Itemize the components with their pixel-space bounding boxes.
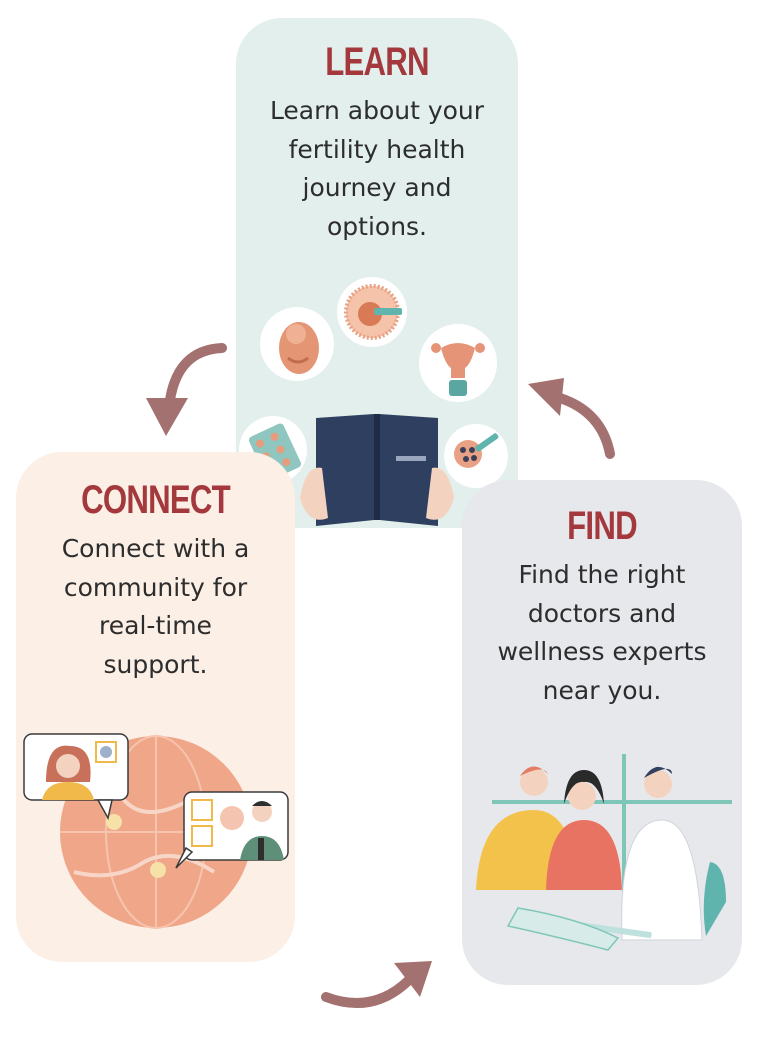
fetus-icon [260, 307, 334, 381]
woman-avatar-icon [23, 733, 129, 821]
find-illustration [476, 754, 732, 951]
connect-illustration [23, 733, 289, 929]
learn-card: LEARN Learn about your fertility health … [236, 18, 518, 528]
learn-description: Learn about your fertility health journe… [269, 96, 485, 241]
arrow-connect-to-find [321, 961, 432, 1008]
find-title: FIND [567, 504, 637, 548]
connect-card: CONNECT Connect with a community for rea… [16, 452, 295, 962]
learn-title: LEARN [325, 40, 429, 84]
man-avatar-icon [175, 791, 289, 869]
injection-icon [444, 424, 508, 488]
doctor-icon [506, 766, 726, 951]
arrow-learn-to-connect [146, 343, 227, 436]
find-card: FIND Find the right doctors and wellness… [462, 480, 742, 985]
egg-cell-icon [337, 277, 407, 347]
find-description: Find the right doctors and wellness expe… [497, 560, 707, 705]
connect-title: CONNECT [81, 478, 231, 522]
arrow-find-to-learn [528, 378, 615, 459]
patient-couple-icon [476, 766, 622, 890]
book-icon [300, 414, 454, 526]
connect-description: Connect with a community for real-time s… [61, 534, 250, 679]
uterus-icon [419, 324, 497, 402]
